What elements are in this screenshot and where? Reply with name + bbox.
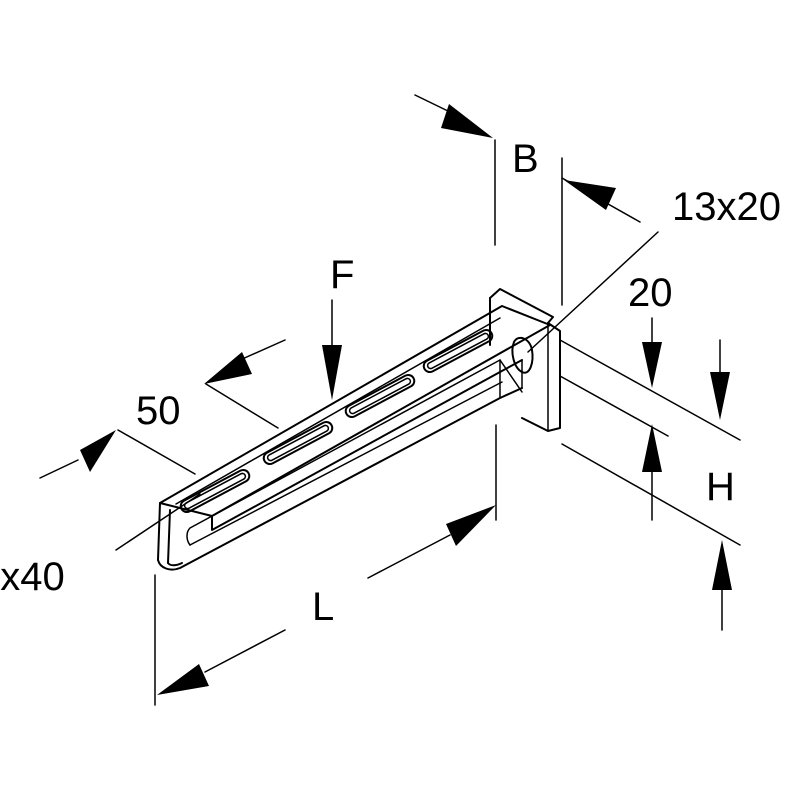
slot [422, 328, 494, 374]
dimension-b: B [414, 94, 641, 306]
label-l: L [312, 585, 334, 629]
dimension-h: H [561, 424, 741, 631]
arrow-head [80, 430, 116, 472]
dimension-20: 20 [559, 271, 741, 441]
dimension-50: 50 [39, 339, 286, 479]
wall-plate [489, 288, 561, 432]
arrow-head [642, 424, 662, 472]
arrow-head [441, 104, 493, 138]
cantilever-arm [157, 305, 551, 571]
label-h: H [706, 465, 735, 509]
arrow-head [446, 505, 496, 546]
label-50: 50 [136, 389, 181, 433]
slot [179, 468, 251, 514]
label-b: B [512, 137, 539, 181]
arrow-head [712, 540, 732, 590]
arrow-head [564, 180, 616, 210]
arrow-head [157, 664, 209, 695]
dimension-f: F [322, 253, 354, 400]
arrow-head [204, 352, 252, 384]
dimension-hole: 13x20 [527, 185, 781, 353]
slots [179, 328, 494, 514]
slot [262, 420, 334, 466]
label-20: 20 [628, 271, 673, 315]
arrow-head [322, 345, 342, 400]
label-hole-size: 13x20 [672, 185, 781, 229]
mounting-hole [511, 336, 534, 374]
arrow-head [642, 342, 662, 388]
dimension-slot: 7x40 [0, 493, 201, 599]
label-f: F [330, 253, 354, 297]
label-slot-size: 7x40 [0, 555, 65, 599]
dimension-l: L [154, 424, 497, 706]
slot [344, 373, 416, 419]
arrow-head [710, 372, 730, 420]
